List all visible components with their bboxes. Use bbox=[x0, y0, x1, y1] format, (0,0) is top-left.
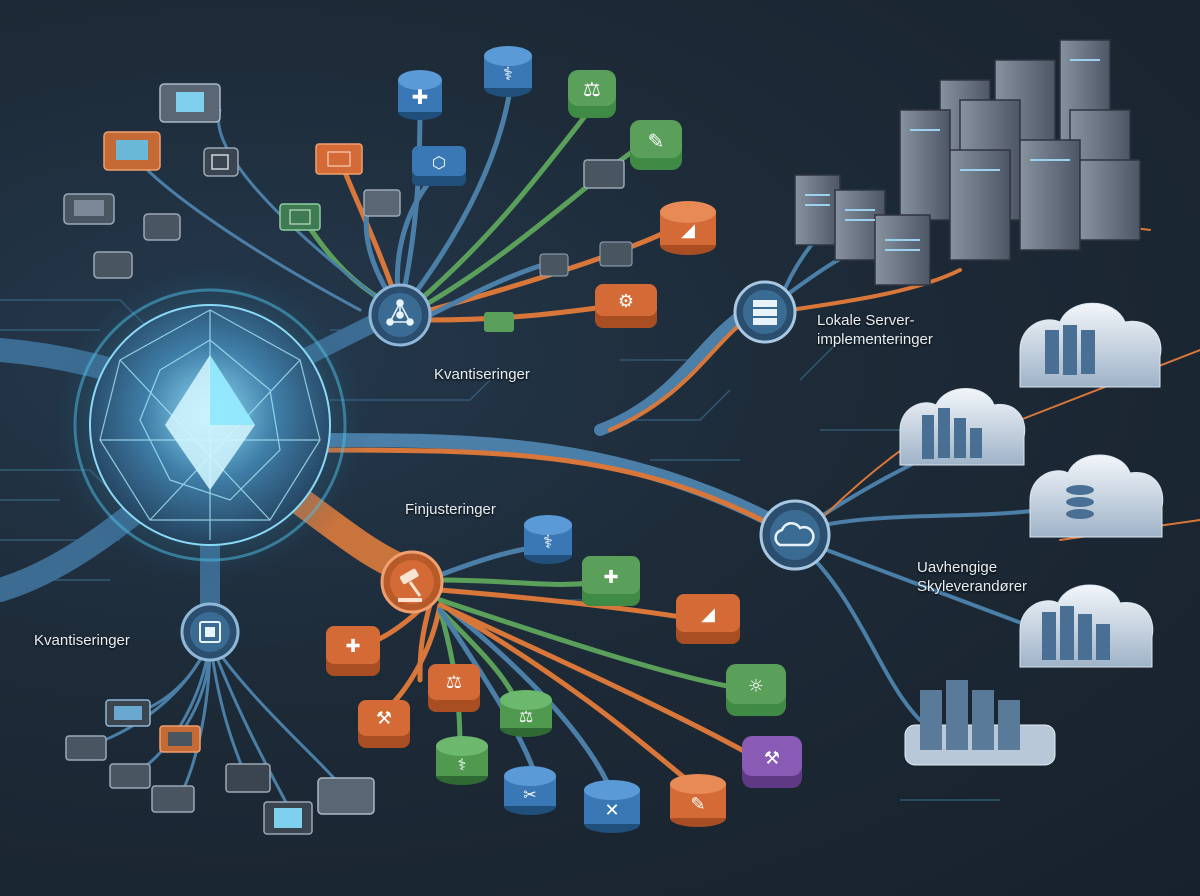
chip-dark-icon bbox=[583, 159, 625, 189]
quantizations-label-left: Kvantiseringer bbox=[34, 632, 130, 649]
scales-green-icon: ⚖ bbox=[500, 690, 552, 737]
medical-green-icon: ✚ bbox=[582, 556, 640, 606]
bottom-left-chips bbox=[65, 699, 375, 835]
caduceus-blue-icon: ⚕ bbox=[524, 515, 572, 564]
svg-text:◢: ◢ bbox=[681, 220, 695, 241]
cloud-2-icon bbox=[899, 388, 1026, 466]
caduceus-green-icon: ⚕ bbox=[436, 736, 488, 785]
chip-green-icon bbox=[279, 203, 321, 231]
trowel-orange-icon: ◢ bbox=[676, 594, 740, 644]
finetunings-label: Finjusteringer bbox=[405, 501, 496, 518]
svg-text:⚒: ⚒ bbox=[376, 708, 392, 729]
trowel-node-icon: ◢ bbox=[660, 201, 716, 255]
svg-text:☼: ☼ bbox=[748, 676, 764, 697]
local-servers-label: Lokale Server- implementeringer bbox=[817, 311, 933, 349]
gavel-node-icon: ⚖ bbox=[568, 70, 616, 118]
cloud-providers bbox=[899, 302, 1164, 766]
chip-small2-icon bbox=[599, 241, 633, 267]
chip-small1-icon bbox=[539, 253, 569, 277]
cloud-providers-line2: Skyleverandører bbox=[917, 578, 1028, 595]
brush-node-icon: ✎ bbox=[630, 120, 682, 170]
quantizations-label-top: Kvantiseringer bbox=[434, 366, 530, 383]
svg-text:✕: ✕ bbox=[604, 800, 619, 821]
svg-text:⚕: ⚕ bbox=[543, 532, 553, 553]
brush-orange-icon: ✎ bbox=[670, 774, 726, 827]
svg-text:⚖: ⚖ bbox=[583, 77, 601, 101]
cloud-1-icon bbox=[1019, 302, 1162, 388]
svg-text:✚: ✚ bbox=[345, 636, 360, 657]
svg-text:✂: ✂ bbox=[523, 785, 536, 804]
svg-text:⚕: ⚕ bbox=[458, 755, 467, 774]
svg-text:⚕: ⚕ bbox=[503, 64, 513, 85]
svg-text:✚: ✚ bbox=[412, 85, 429, 109]
top-branch-nodes: ✚ ⚕ ⚖ ✎ ◢ ⚙ ⬡ bbox=[279, 46, 716, 332]
finetune-nodes: ⚕ ✚ ◢ ☼ ⚒ ✚ ⚖ ⚒ ⚖ ⚕ ✂ ✕ ✎ bbox=[326, 515, 802, 833]
ai-crystal-core-icon bbox=[50, 265, 370, 585]
cloud-4-icon bbox=[1019, 584, 1154, 668]
cloud-hub bbox=[759, 499, 831, 571]
server-cluster bbox=[794, 39, 1141, 286]
medical-node-icon: ✚ bbox=[398, 70, 442, 120]
circuit-node-icon: ⬡ bbox=[412, 146, 466, 186]
upper-left-chips bbox=[63, 83, 239, 279]
svg-text:◢: ◢ bbox=[701, 604, 715, 625]
svg-text:⚖: ⚖ bbox=[519, 707, 533, 726]
medical-kit-orange-icon: ✚ bbox=[326, 626, 380, 676]
top-branch-pipes bbox=[128, 87, 673, 323]
cloud-providers-label: Uavhengige Skyleverandører bbox=[917, 558, 1027, 596]
chip-gray-icon bbox=[363, 189, 401, 217]
svg-text:✎: ✎ bbox=[648, 129, 665, 153]
caduceus-node-icon: ⚕ bbox=[484, 46, 532, 97]
local-servers-line1: Lokale Server- bbox=[817, 312, 915, 329]
tools-blue-icon: ✂ bbox=[504, 766, 556, 815]
chip-orange-icon bbox=[315, 143, 363, 175]
svg-text:⚙: ⚙ bbox=[618, 291, 634, 312]
scales-orange-icon: ⚖ bbox=[428, 664, 480, 712]
gavel-orange-icon: ⚒ bbox=[358, 700, 410, 748]
datacenter-platform-icon bbox=[904, 680, 1056, 766]
cloud-3-icon bbox=[1029, 454, 1164, 538]
svg-text:⚒: ⚒ bbox=[764, 748, 780, 769]
server-hub bbox=[733, 280, 797, 344]
hammer-wrench-icon: ✕ bbox=[584, 780, 640, 833]
chip-green-small-icon bbox=[484, 312, 514, 332]
svg-text:⚖: ⚖ bbox=[446, 672, 462, 693]
local-servers-line2: implementeringer bbox=[817, 331, 933, 348]
gear-node-icon: ⚙ bbox=[595, 284, 657, 328]
finetune-hub bbox=[380, 550, 444, 614]
svg-text:✚: ✚ bbox=[603, 567, 618, 588]
bulb-green-icon: ☼ bbox=[726, 664, 786, 716]
svg-text:✎: ✎ bbox=[690, 794, 705, 815]
wrench-purple-icon: ⚒ bbox=[742, 736, 802, 788]
left-hub bbox=[180, 602, 240, 662]
svg-text:⬡: ⬡ bbox=[432, 153, 446, 172]
top-hub bbox=[368, 283, 432, 347]
cloud-providers-line1: Uavhengige bbox=[917, 559, 998, 576]
